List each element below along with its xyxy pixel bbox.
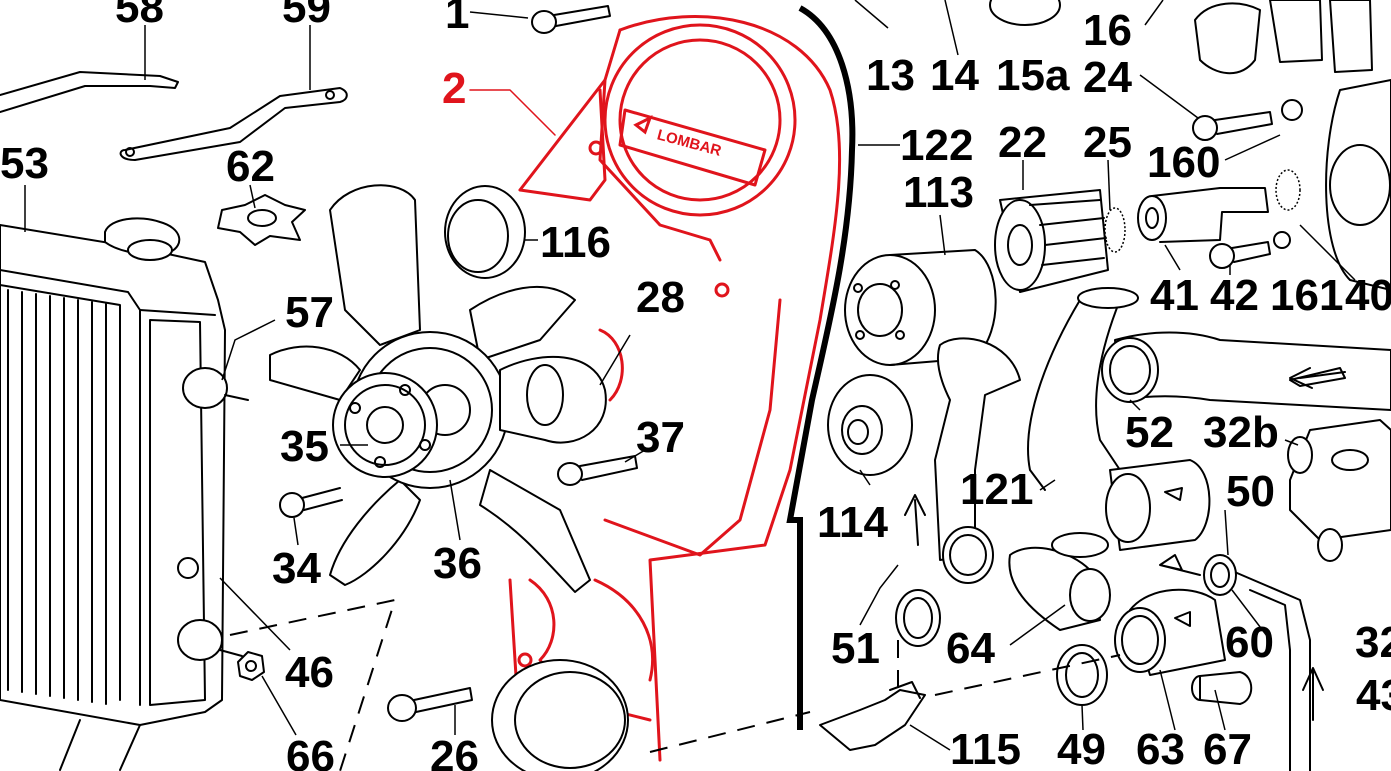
hose-60 [1229, 569, 1311, 771]
spacer-41 [1137, 187, 1269, 243]
label-60: 60 [1225, 618, 1274, 667]
label-35: 35 [280, 422, 329, 471]
label-62: 62 [226, 142, 275, 191]
hose-64 [1008, 532, 1111, 631]
label-67: 67 [1203, 725, 1252, 771]
toothed-pulley-22 [994, 189, 1109, 293]
clamp-51 [895, 589, 941, 647]
label-160: 160 [1147, 138, 1220, 187]
pulley-114 [827, 374, 913, 476]
flow-arrows [904, 367, 1346, 721]
label-36: 36 [433, 539, 482, 588]
brand-mark: LOMBAR [655, 126, 723, 160]
bolt-26 [387, 687, 473, 722]
bolt-42 [1209, 231, 1291, 269]
label-43: 43 [1356, 671, 1391, 720]
label-64: 64 [946, 624, 995, 673]
thermostat-housing-32b [1287, 419, 1391, 562]
label-58: 58 [115, 0, 164, 32]
label-34: 34 [272, 544, 321, 593]
label-116: 116 [540, 218, 611, 267]
hose-51 [934, 337, 1021, 584]
bolt-24 [1192, 99, 1303, 141]
ring-25 [1104, 207, 1126, 253]
label-42: 42 [1210, 271, 1259, 320]
label-115: 115 [950, 725, 1021, 771]
housing-right [989, 0, 1391, 291]
clamp-49 [1056, 644, 1108, 706]
washer-40 [1275, 169, 1301, 211]
hose-63 [1114, 588, 1226, 676]
label-16: 16 [1083, 6, 1132, 55]
label-2-highlighted: 2 [442, 64, 466, 113]
label-66: 66 [286, 732, 335, 771]
label-15a: 15a [996, 51, 1070, 100]
label-41: 41 [1150, 271, 1199, 320]
label-52: 52 [1125, 408, 1174, 457]
label-14: 14 [930, 51, 979, 100]
hose-121 [1027, 287, 1211, 551]
label-13: 13 [866, 51, 915, 100]
label-49: 49 [1057, 725, 1106, 771]
label-57: 57 [285, 288, 334, 337]
label-1: 1 [445, 0, 469, 38]
bracket-59 [119, 87, 348, 161]
radiator [0, 217, 249, 771]
label-114: 114 [817, 498, 889, 547]
label-37: 37 [636, 413, 685, 462]
label-28: 28 [636, 273, 685, 322]
bracket-115 [819, 681, 926, 751]
dashed-alignment-lines [229, 598, 1121, 771]
label-26: 26 [430, 732, 479, 771]
label-25: 25 [1083, 118, 1132, 167]
label-32b: 32b [1203, 408, 1279, 457]
clip-62 [217, 194, 306, 246]
clamp-50 [1203, 554, 1237, 596]
timing-belt-122 [786, 5, 856, 730]
screw-34 [279, 487, 343, 518]
screw-1 [531, 5, 611, 34]
radiator-core-fins [7, 289, 107, 705]
label-122: 122 [900, 121, 973, 170]
hose-52 [1101, 331, 1391, 411]
label-24: 24 [1083, 53, 1132, 102]
label-50: 50 [1226, 467, 1275, 516]
label-113: 113 [903, 168, 974, 217]
pulley-113 [844, 249, 997, 366]
nut-66 [237, 651, 265, 681]
screw-37 [557, 455, 638, 486]
label-40: 40 [1345, 271, 1391, 320]
label-46: 46 [285, 648, 334, 697]
crankshaft-pulley [491, 659, 629, 771]
label-161: 161 [1270, 271, 1343, 320]
label-53: 53 [0, 139, 49, 188]
label-51: 51 [831, 624, 880, 673]
label-59: 59 [282, 0, 331, 32]
label-32: 32 [1355, 618, 1391, 667]
label-121: 121 [960, 465, 1033, 514]
cover-116 [444, 185, 526, 279]
label-63: 63 [1136, 725, 1185, 771]
fitting-67 [1191, 671, 1253, 705]
fan-hub-35 [332, 372, 438, 478]
leader-lines [24, 0, 1356, 751]
label-22: 22 [998, 118, 1047, 167]
bracket-58 [0, 71, 179, 113]
